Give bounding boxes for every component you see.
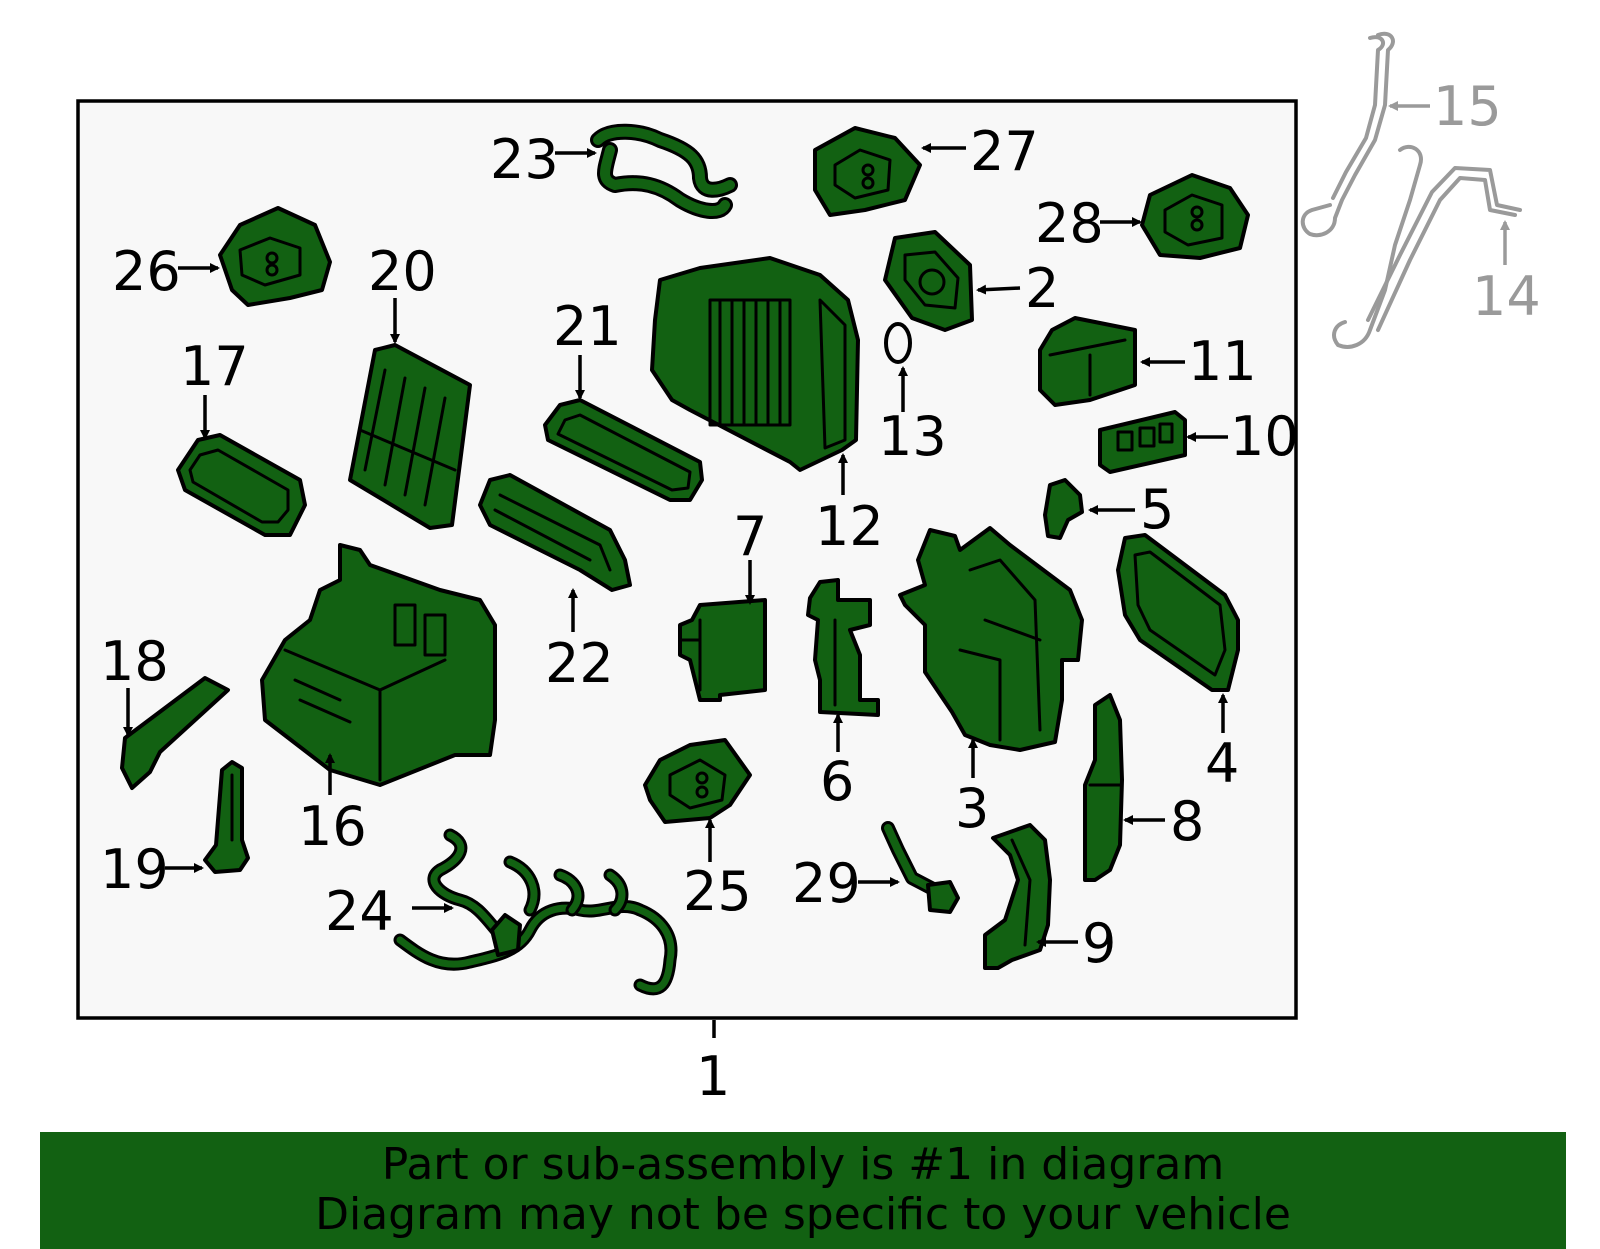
- callout-15: 15: [1433, 75, 1502, 138]
- callout-9: 9: [1082, 912, 1116, 975]
- part-27[interactable]: [813, 126, 922, 217]
- part-3[interactable]: [898, 526, 1084, 752]
- part-9[interactable]: [983, 823, 1052, 970]
- part-20[interactable]: [348, 343, 472, 530]
- part-15[interactable]: [1300, 31, 1395, 238]
- callout-16: 16: [298, 795, 367, 858]
- callout-1: 1: [696, 1045, 730, 1108]
- callout-8: 8: [1170, 790, 1204, 853]
- callout-20: 20: [368, 240, 437, 303]
- part-18[interactable]: [120, 676, 230, 790]
- callout-26: 26: [112, 240, 181, 303]
- part-29[interactable]: [881, 821, 960, 914]
- part-28[interactable]: [1140, 173, 1250, 260]
- callout-14: 14: [1472, 265, 1541, 328]
- callout-6: 6: [820, 750, 854, 813]
- part-2[interactable]: [883, 230, 974, 332]
- callout-23: 23: [490, 128, 559, 191]
- callout-3: 3: [955, 777, 989, 840]
- callout-12: 12: [815, 495, 884, 558]
- part-24[interactable]: [393, 828, 678, 996]
- part-21[interactable]: [543, 398, 704, 502]
- part-6[interactable]: [806, 578, 880, 717]
- callout-7: 7: [733, 505, 767, 568]
- callout-2: 2: [1025, 257, 1059, 320]
- callout-19: 19: [100, 838, 169, 901]
- part-13[interactable]: [884, 322, 912, 364]
- part-12[interactable]: [650, 256, 860, 472]
- part-25[interactable]: [643, 738, 752, 824]
- callout-27: 27: [970, 120, 1039, 183]
- callout-4: 4: [1205, 732, 1239, 795]
- callout-28: 28: [1035, 192, 1104, 255]
- banner-line-1: Part or sub-assembly is #1 in diagram: [381, 1139, 1225, 1190]
- disclaimer-banner: Part or sub-assembly is #1 in diagram Di…: [40, 1132, 1566, 1249]
- callout-25: 25: [683, 860, 752, 923]
- callout-17: 17: [180, 335, 249, 398]
- part-7[interactable]: [678, 598, 767, 702]
- part-23[interactable]: [590, 123, 738, 219]
- part-4[interactable]: [1116, 533, 1240, 692]
- part-11[interactable]: [1038, 316, 1137, 407]
- callout-5: 5: [1140, 478, 1174, 541]
- callout-21: 21: [553, 295, 622, 358]
- callout-29: 29: [792, 852, 861, 915]
- part-19[interactable]: [203, 760, 250, 874]
- part-26[interactable]: [218, 206, 332, 307]
- part-16[interactable]: [260, 543, 497, 787]
- callout-18: 18: [100, 630, 169, 693]
- callout-10: 10: [1230, 405, 1299, 468]
- part-14[interactable]: [1332, 144, 1522, 349]
- callout-24: 24: [325, 880, 394, 943]
- part-8[interactable]: [1083, 693, 1124, 882]
- callout-22: 22: [545, 632, 614, 695]
- part-22[interactable]: [478, 473, 632, 592]
- part-10[interactable]: [1098, 410, 1187, 474]
- callout-11: 11: [1188, 330, 1257, 393]
- part-5[interactable]: [1043, 478, 1084, 540]
- callout-13: 13: [878, 405, 947, 468]
- part-17[interactable]: [176, 433, 307, 537]
- banner-line-2: Diagram may not be specific to your vehi…: [315, 1189, 1291, 1240]
